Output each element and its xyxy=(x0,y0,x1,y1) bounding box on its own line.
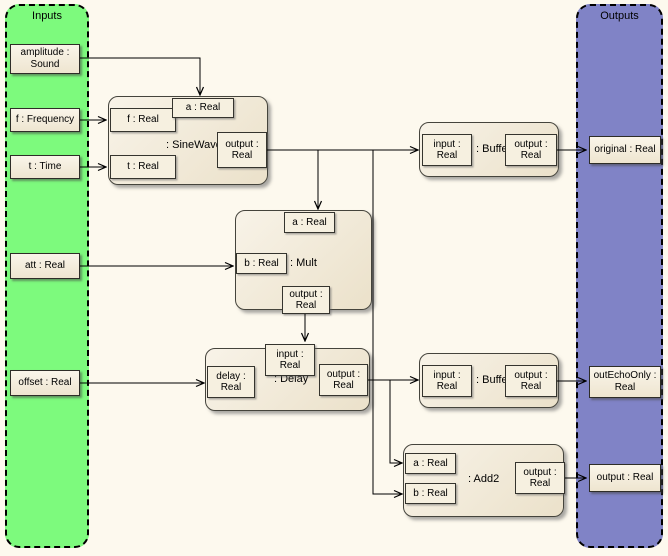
port-buffer-top-input[interactable]: input : Real xyxy=(422,134,472,166)
port-sinewave-output[interactable]: output : Real xyxy=(217,132,267,168)
port-sinewave-t[interactable]: t : Real xyxy=(110,155,176,179)
input-node-offset[interactable]: offset : Real xyxy=(10,370,80,396)
block-mult-label: : Mult xyxy=(290,257,317,269)
block-buffer-top[interactable]: : Buffer input : Real output : Real xyxy=(419,122,559,177)
block-mult[interactable]: : Mult a : Real b : Real output : Real xyxy=(235,210,372,314)
block-add2-label: : Add2 xyxy=(468,473,500,485)
input-node-amplitude[interactable]: amplitude : Sound xyxy=(10,44,80,74)
input-node-att[interactable]: att : Real xyxy=(10,253,80,279)
block-sinewave[interactable]: : SineWave f : Real t : Real a : Real ou… xyxy=(108,96,268,185)
block-buffer-top-label: : Buffer xyxy=(476,143,512,155)
port-delay-output[interactable]: output : Real xyxy=(319,364,368,396)
port-mult-a[interactable]: a : Real xyxy=(284,212,335,233)
block-buffer-bottom-label: : Buffer xyxy=(476,374,512,386)
outputs-lane-title: Outputs xyxy=(600,10,639,22)
input-node-f[interactable]: f : Frequency xyxy=(10,108,80,132)
connector-sinewave-to-add2-b[interactable] xyxy=(372,150,402,494)
port-mult-output[interactable]: output : Real xyxy=(282,286,330,314)
block-delay[interactable]: : Delay input : Real delay : Real output… xyxy=(205,344,370,411)
outputs-lane[interactable]: Outputs original : Real outEchoOnly : Re… xyxy=(576,4,663,548)
port-buffer-bottom-output[interactable]: output : Real xyxy=(505,365,557,397)
block-sinewave-label: : SineWave xyxy=(166,139,222,151)
input-node-t[interactable]: t : Time xyxy=(10,155,80,179)
block-add2[interactable]: : Add2 a : Real b : Real output : Real xyxy=(403,444,565,517)
block-delay-label: : Delay xyxy=(274,373,309,385)
port-add2-b[interactable]: b : Real xyxy=(405,483,456,504)
output-node-output[interactable]: output : Real xyxy=(589,464,661,492)
output-node-original[interactable]: original : Real xyxy=(589,136,661,164)
block-buffer-bottom[interactable]: : Buffer input : Real output : Real xyxy=(419,353,559,408)
port-delay-delay[interactable]: delay : Real xyxy=(207,366,255,398)
connector-delay-to-add2-a[interactable] xyxy=(389,380,402,463)
inputs-lane-title: Inputs xyxy=(32,10,62,22)
port-buffer-top-output[interactable]: output : Real xyxy=(505,134,557,166)
output-node-outechoonly[interactable]: outEchoOnly : Real xyxy=(589,366,661,398)
connector-amplitude-to-sinewave-a[interactable] xyxy=(80,57,200,95)
port-delay-input[interactable]: input : Real xyxy=(265,344,315,376)
port-sinewave-a[interactable]: a : Real xyxy=(172,98,234,118)
port-buffer-bottom-input[interactable]: input : Real xyxy=(422,365,472,397)
port-add2-a[interactable]: a : Real xyxy=(405,453,456,474)
port-mult-b[interactable]: b : Real xyxy=(236,253,287,274)
port-add2-output[interactable]: output : Real xyxy=(515,462,565,494)
inputs-lane[interactable]: Inputs amplitude : Sound f : Frequency t… xyxy=(5,4,89,548)
port-sinewave-f[interactable]: f : Real xyxy=(110,108,176,132)
